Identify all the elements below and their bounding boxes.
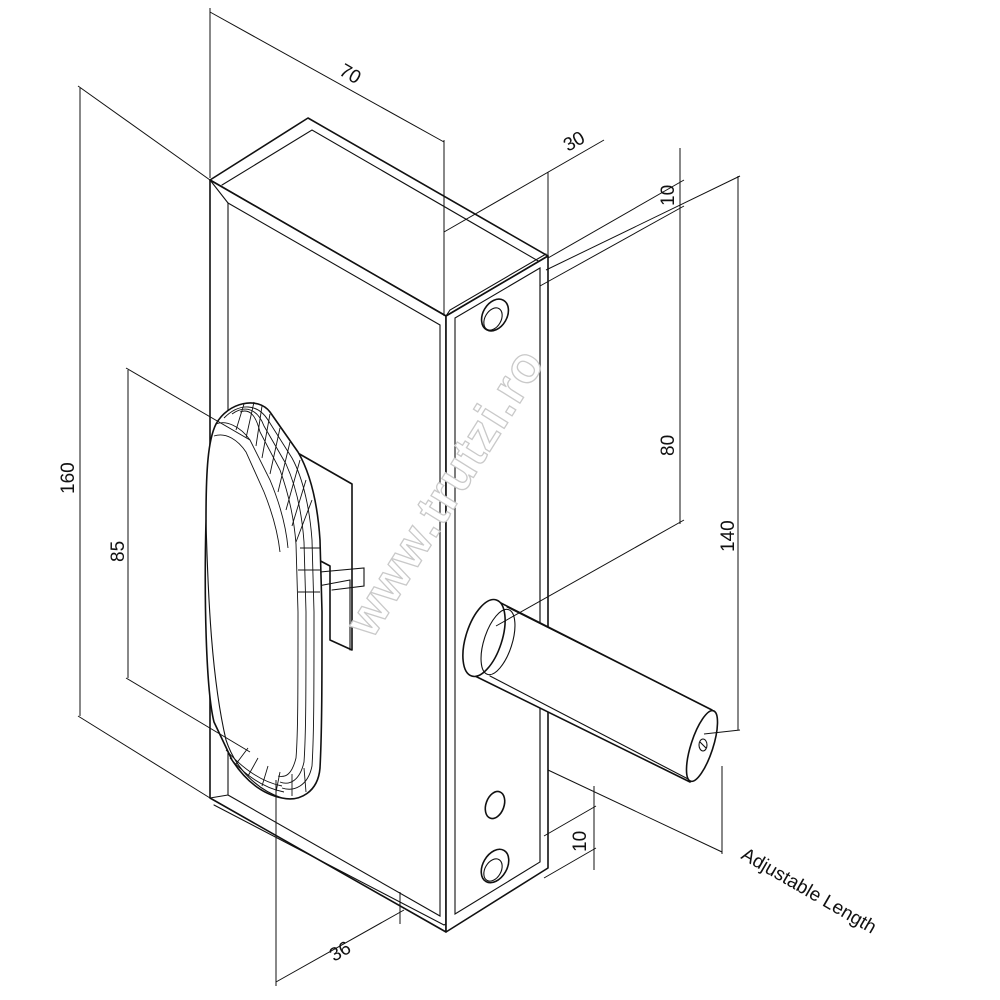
handle <box>204 401 365 800</box>
dimension-depth-label: 30 <box>560 128 589 157</box>
dimension-bolt-height-label: 140 <box>718 520 739 552</box>
dimension-handle-height-label: 85 <box>108 541 129 562</box>
dimension-handle-height: 85 <box>108 367 251 753</box>
mounting-holes <box>480 298 510 884</box>
dimension-top-offset-label: 10 <box>658 185 679 206</box>
mounting-hole-middle <box>484 790 506 820</box>
adjustable-length-label: Adjustable Length <box>738 844 880 938</box>
dimension-adjustable-length: Adjustable Length <box>547 766 880 938</box>
dimension-handle-offset-label: 36 <box>326 938 355 967</box>
dimension-top-offset: 10 <box>539 148 685 287</box>
handle-grip <box>204 402 323 800</box>
dimension-hole-spacing: 80 <box>495 208 685 627</box>
dimension-bolt-height: 140 <box>545 175 741 735</box>
mounting-hole-bottom <box>480 848 510 884</box>
bolt-cylinder <box>462 598 719 783</box>
dimension-bottom-offset-label: 10 <box>570 831 591 852</box>
dimension-height-label: 160 <box>58 462 79 494</box>
dimension-bottom-offset: 10 <box>543 786 597 879</box>
dimension-height: 160 <box>58 85 211 799</box>
bolt-end <box>685 709 719 783</box>
dimension-hole-spacing-label: 80 <box>658 435 679 456</box>
lock-end-plate <box>445 255 549 933</box>
